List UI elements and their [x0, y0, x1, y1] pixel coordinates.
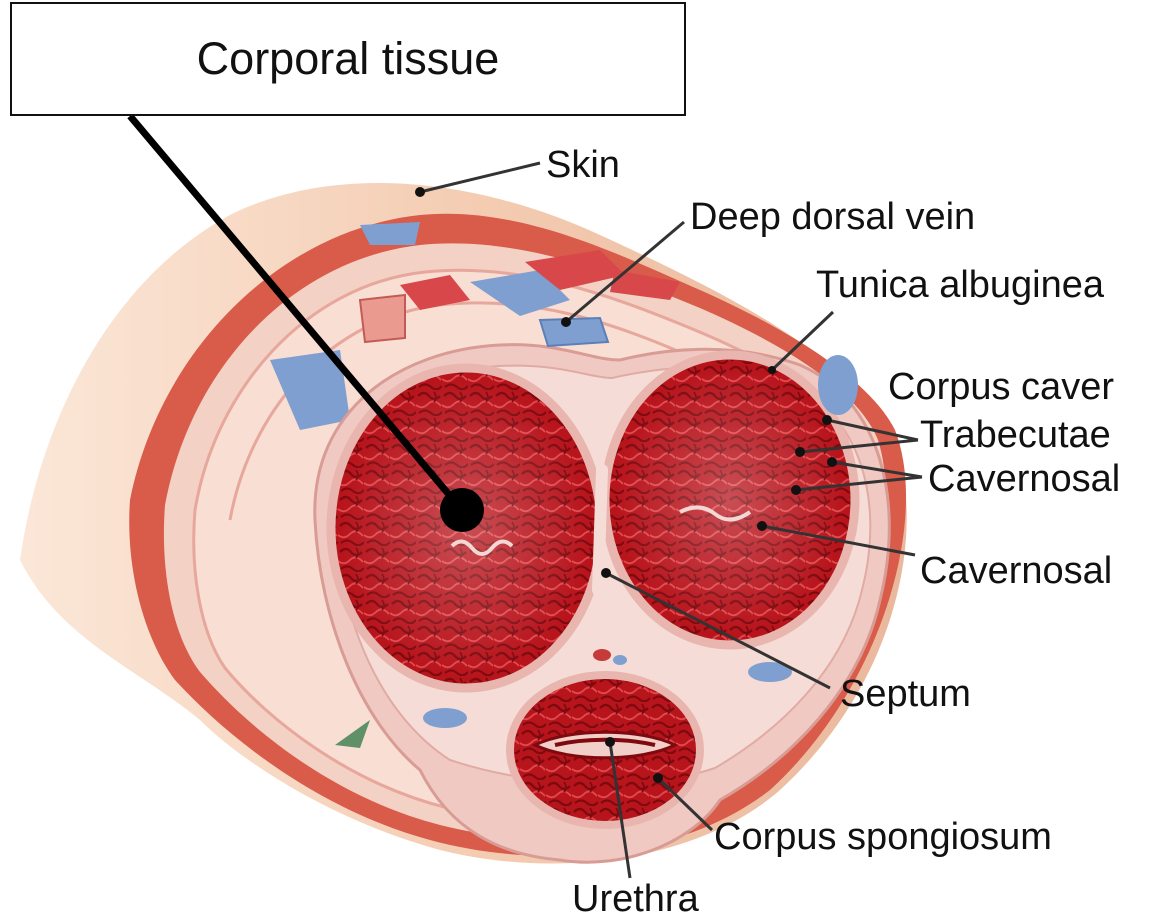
leader-skin: [419, 161, 541, 194]
title-text: Corporal tissue: [196, 33, 500, 84]
leader-septum: [605, 571, 831, 690]
leader-cavernosal-c: [761, 524, 916, 557]
leader-tunica-albuginea: [770, 310, 835, 372]
label-cavernosal-1: Cavernosal: [928, 458, 1121, 500]
marker-spongiosum: [653, 773, 663, 783]
marker-dorsal-vein: [561, 317, 571, 327]
marker-cavernosal-b: [791, 485, 801, 495]
label-septum: Septum: [840, 673, 971, 715]
marker-trabecutae-a: [822, 415, 832, 425]
leader-deep-dorsal-vein: [565, 220, 685, 324]
label-cavernosal-2: Cavernosal: [920, 550, 1113, 592]
marker-trabecutae-b: [795, 447, 805, 457]
label-corpus-cavernosum: Corpus caver: [888, 366, 1114, 408]
label-urethra: Urethra: [572, 878, 699, 920]
leader-trabecutae-b: [799, 438, 919, 454]
leader-cavernosal-a: [831, 460, 923, 479]
leader-corpus-spongiosum: [656, 776, 714, 832]
leader-lines: [127, 113, 923, 879]
label-trabecutae: Trabecutae: [920, 414, 1111, 456]
corporal-tissue-marker: [440, 488, 484, 532]
label-deep-dorsal-vein: Deep dorsal vein: [690, 196, 976, 238]
marker-cavernosal-c: [757, 521, 767, 531]
leader-corporal-tissue: [127, 113, 465, 513]
leader-dots: [415, 187, 837, 783]
label-corpus-spongiosum: Corpus spongiosum: [714, 816, 1052, 858]
leader-trabecutae-a: [826, 418, 919, 442]
leader-urethra: [608, 741, 632, 879]
marker-urethra: [605, 737, 615, 747]
marker-septum: [601, 568, 611, 578]
label-skin: Skin: [546, 144, 620, 186]
marker-skin: [415, 187, 425, 197]
marker-cavernosal-a: [827, 457, 837, 467]
title-box: Corporal tissue: [10, 2, 686, 116]
leader-cavernosal-b: [795, 475, 923, 492]
label-tunica-albuginea: Tunica albuginea: [816, 264, 1105, 306]
marker-tunica: [768, 366, 776, 374]
